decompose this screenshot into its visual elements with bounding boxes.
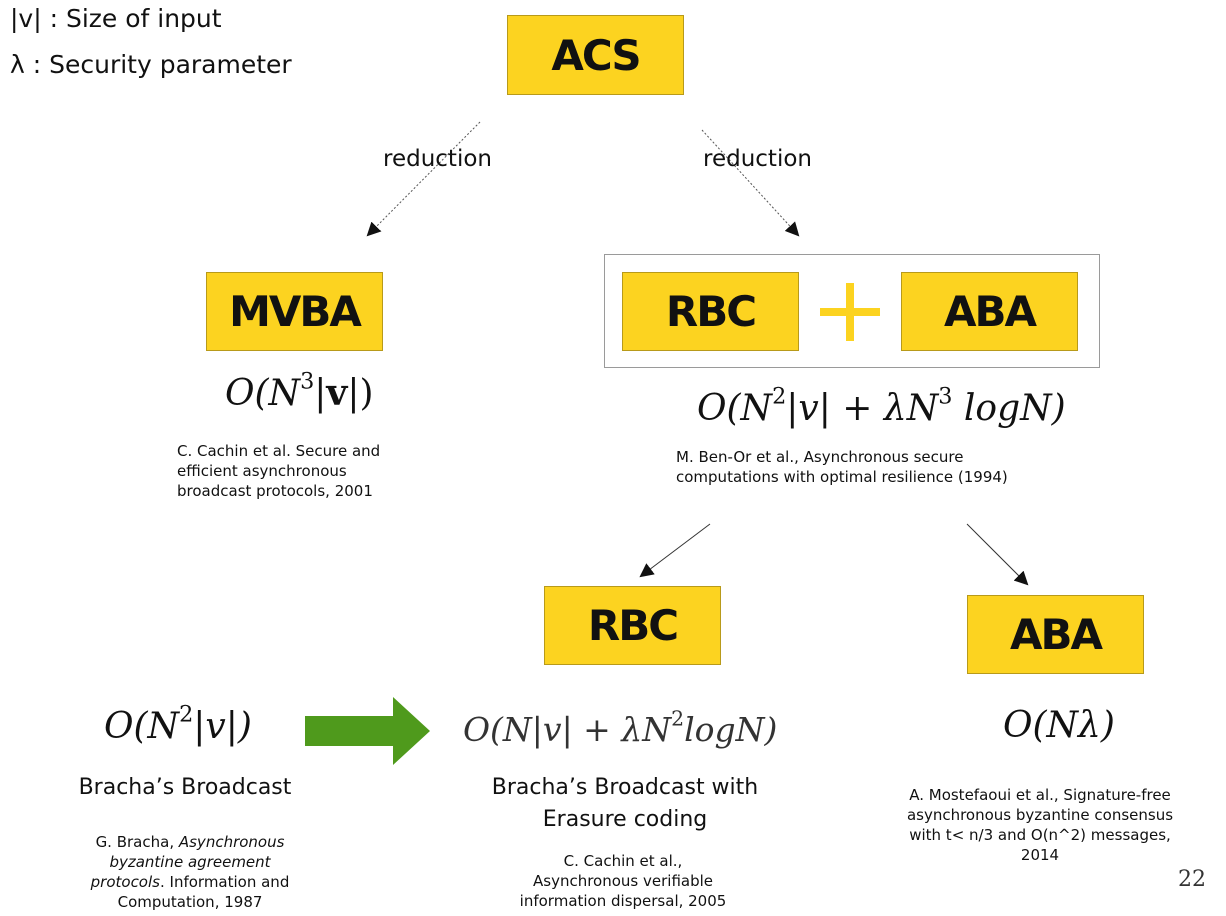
citation-bracha-erasure-line: C. Cachin et al.,: [563, 852, 683, 870]
node-group-aba: ABA: [901, 272, 1078, 351]
citation-aba: A. Mostefaoui et al., Signature-free asy…: [880, 785, 1200, 865]
node-mvba: MVBA: [206, 272, 383, 351]
node-rbc: RBC: [544, 586, 721, 665]
citation-aba-line: asynchronous byzantine consensus: [906, 806, 1174, 824]
node-group-rbc-label: RBC: [665, 287, 757, 336]
complexity-bracha: O(N2|v|): [104, 701, 252, 747]
citation-rbc-aba-line: computations with optimal resilience (19…: [676, 468, 1008, 486]
citation-rbc-aba: M. Ben-Or et al., Asynchronous secure co…: [676, 447, 1008, 487]
complexity-bracha-erasure: O(N|v| + λN2logN): [463, 706, 778, 749]
node-group-rbc: RBC: [622, 272, 799, 351]
node-aba-label: ABA: [1009, 610, 1103, 659]
edge-group-to-rbc: [639, 523, 711, 578]
complexity-mvba: O(N3|v|): [225, 368, 374, 414]
citation-rbc-aba-line: M. Ben-Or et al., Asynchronous secure: [676, 448, 964, 466]
legend-input-size: |v| : Size of input: [10, 4, 222, 33]
page-number: 22: [1178, 867, 1206, 892]
edge-label-right: reduction: [703, 146, 812, 172]
node-group-aba-label: ABA: [943, 287, 1037, 336]
node-acs-label: ACS: [551, 30, 641, 80]
protocol-bracha: Bracha’s Broadcast: [78, 775, 292, 800]
green-arrow: [305, 697, 430, 765]
edge-label-left: reduction: [383, 146, 492, 172]
citation-aba-line: A. Mostefaoui et al., Signature-free: [909, 786, 1171, 804]
citation-bracha-erasure-line: Asynchronous verifiable: [533, 872, 713, 890]
plus-icon: [820, 283, 880, 341]
node-acs: ACS: [507, 15, 684, 95]
citation-bracha-erasure: C. Cachin et al., Asynchronous verifiabl…: [498, 851, 748, 911]
citation-bracha: G. Bracha, Asynchronous byzantine agreem…: [90, 833, 290, 911]
citation-mvba-line: C. Cachin et al. Secure and: [177, 442, 381, 460]
citation-bracha-erasure-line: information dispersal, 2005: [519, 892, 727, 910]
citation-mvba-line: broadcast protocols, 2001: [177, 482, 373, 500]
node-rbc-label: RBC: [587, 601, 679, 650]
protocol-bracha-erasure: Bracha’s Broadcast with Erasure coding: [491, 775, 759, 832]
complexity-aba: O(Nλ): [1003, 705, 1115, 746]
edge-group-to-aba: [966, 523, 1029, 586]
citation-aba-line: with t< n/3 and O(n^2) messages,: [909, 826, 1171, 844]
node-mvba-label: MVBA: [229, 287, 362, 336]
edge-acs-to-mvba: [366, 121, 481, 237]
citation-mvba: C. Cachin et al. Secure and efficient as…: [177, 441, 380, 501]
node-aba: ABA: [967, 595, 1144, 674]
legend-security-parameter: λ : Security parameter: [10, 50, 292, 79]
citation-mvba-line: efficient asynchronous: [177, 462, 347, 480]
complexity-rbc-aba: O(N2|v| + λN3 logN): [697, 383, 1066, 429]
citation-aba-line: 2014: [1020, 846, 1060, 864]
